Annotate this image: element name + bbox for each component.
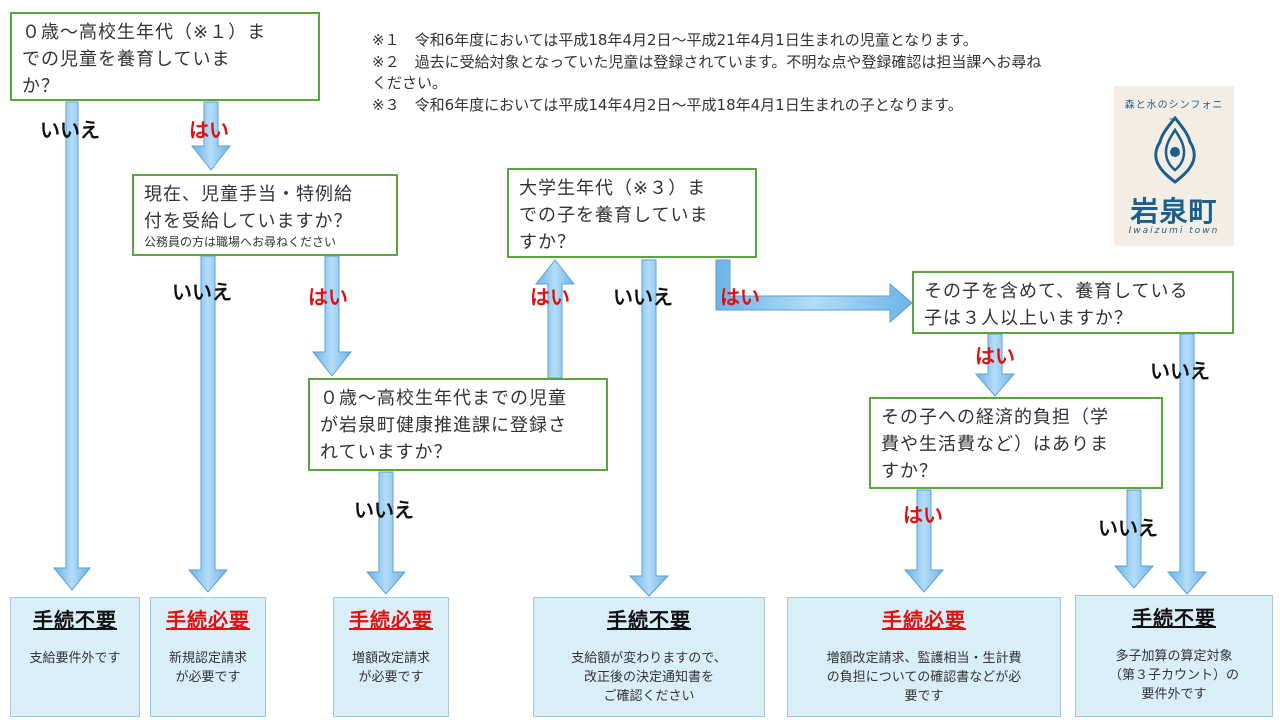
result-desc: 多子加算の算定対象 （第３子カウント）の 要件外です (1108, 649, 1239, 702)
logo-emblem-icon (1154, 116, 1196, 184)
arrow-q2-no (187, 255, 229, 593)
result-title: 手続不要 (1132, 606, 1216, 630)
arrow-q3-yes (534, 259, 576, 379)
label-q3-yes: はい (530, 285, 570, 309)
label-q1-no: いいえ (40, 118, 100, 142)
arrow-q3-no (365, 471, 407, 595)
arrow-q1-no (52, 101, 92, 591)
label-q6-yes: はい (903, 503, 943, 527)
label-q4-yes: はい (720, 285, 760, 309)
label-q3-no: いいえ (354, 498, 414, 522)
label-q2-yes: はい (308, 285, 348, 309)
result-not-needed-3: 手続不要 多子加算の算定対象 （第３子カウント）の 要件外です (1075, 595, 1273, 717)
result-needed-increase: 手続必要 増額改定請求 が必要です (333, 597, 449, 717)
result-desc: 増額改定請求、監護相当・生計費 の負担についての確認書などが必 要です (826, 651, 1022, 704)
arrow-q4-yes (715, 259, 913, 324)
result-desc: 増額改定請求 が必要です (351, 651, 430, 685)
logo-name: 岩泉町 (1130, 195, 1218, 228)
result-title: 手続必要 (349, 608, 433, 632)
label-q6-no: いいえ (1098, 516, 1158, 540)
label-q5-no: いいえ (1150, 359, 1210, 383)
question-university-child: 大学生年代（※３）ま での子を養育していま すか？ (507, 168, 757, 258)
result-title: 手続不要 (33, 608, 117, 632)
result-title: 手続必要 (882, 608, 966, 632)
result-title: 手続必要 (166, 608, 250, 632)
result-desc: 支給額が変わりますので、 改正後の決定通知書を ご確認ください (571, 651, 727, 704)
note-3: ※３ 令和6年度においては平成14年4月2日～平成18年4月1日生まれの子となり… (372, 96, 963, 114)
label-q4-no: いいえ (613, 285, 673, 309)
arrow-q5-yes (974, 333, 1016, 397)
question-registered: ０歳～高校生年代までの児童 が岩泉町健康推進課に登録さ れていますか？ (308, 378, 608, 471)
result-needed-increase-confirm: 手続必要 増額改定請求、監護相当・生計費 の負担についての確認書などが必 要です (787, 597, 1061, 717)
iwaizumi-town-logo: 森と水のシンフォニー 岩泉町 Iwaizumi town (1114, 86, 1234, 246)
question-receiving-allowance: 現在、児童手当・特例給 付を受給していますか？ 公務員の方は職場へお尋ねください (132, 174, 398, 256)
question-child-age: ０歳～高校生年代（※１）ま での児童を養育していま か？ (10, 12, 320, 101)
result-not-needed-2: 手続不要 支給額が変わりますので、 改正後の決定通知書を ご確認ください (533, 597, 765, 717)
arrow-q1-yes (190, 101, 232, 171)
arrow-q6-yes (903, 489, 945, 593)
arrow-q5-no (1166, 333, 1208, 595)
result-title: 手続不要 (607, 608, 691, 632)
result-not-needed-1: 手続不要 支給要件外です (10, 597, 140, 717)
result-desc: 支給要件外です (29, 651, 121, 666)
note-1: ※１ 令和6年度においては平成18年4月2日～平成21年4月1日生まれの児童とな… (372, 31, 978, 49)
arrow-q2-yes (311, 255, 353, 377)
logo-english: Iwaizumi town (1128, 226, 1220, 236)
label-q1-yes: はい (189, 118, 229, 142)
question-economic-burden: その子への経済的負担（学 費や生活費など）はありま すか？ (869, 397, 1163, 489)
question-three-children: その子を含めて、養育している 子は３人以上いますか？ (912, 271, 1234, 334)
label-q5-yes: はい (975, 344, 1015, 368)
note-2: ※２ 過去に受給対象となっていた児童は登録されています。不明な点や登録確認は担当… (372, 53, 1042, 71)
label-q2-no: いいえ (172, 280, 232, 304)
result-desc: 新規認定請求 が必要です (168, 651, 247, 685)
civil-servant-note: 公務員の方は職場へお尋ねください (144, 235, 337, 249)
arrow-q6-no (1113, 489, 1155, 589)
arrow-q4-no (628, 259, 670, 597)
note-2-cont: ください。 (372, 74, 448, 92)
result-needed-new: 手続必要 新規認定請求 が必要です (150, 597, 266, 717)
